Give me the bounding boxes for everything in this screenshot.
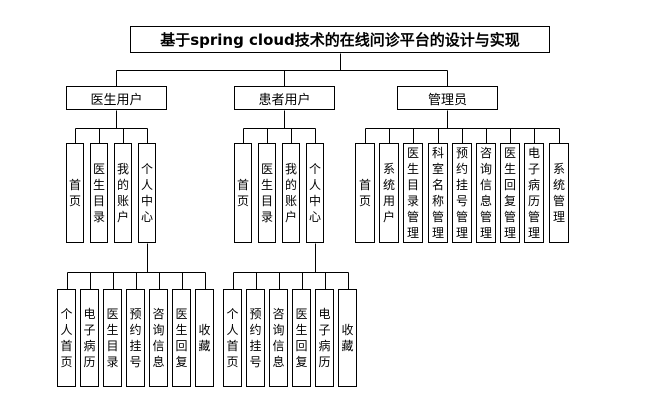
admin-func-4: 预约挂号管理 (452, 143, 472, 243)
doctor-sub-0: 个人首页 (57, 289, 76, 387)
patient-sub-4-label: 电子病历 (318, 307, 331, 369)
doctor-sub-3-label: 预约挂号 (129, 307, 142, 369)
patient-sub-2-label: 咨询信息 (272, 307, 285, 369)
role-admin: 管理员 (397, 86, 498, 110)
doctor-sub-1-label: 电子病历 (83, 307, 96, 369)
patient-sub-3: 医生回复 (292, 289, 311, 387)
patient-sub-3-label: 医生回复 (295, 307, 308, 369)
doctor-sub-1: 电子病历 (80, 289, 99, 387)
patient-func-0: 首页 (234, 143, 252, 243)
doctor-func-3: 个人中心 (138, 143, 156, 243)
patient-func-1-label: 医生目录 (261, 162, 274, 224)
patient-func-1: 医生目录 (258, 143, 276, 243)
admin-func-5: 咨询信息管理 (476, 143, 496, 243)
patient-func-3-label: 个人中心 (309, 162, 322, 224)
doctor-func-3-label: 个人中心 (141, 162, 154, 224)
patient-sub-0: 个人首页 (223, 289, 242, 387)
patient-func-2-label: 我的账户 (285, 162, 298, 224)
doctor-sub-6-label: 收藏 (198, 323, 211, 353)
doctor-sub-3: 预约挂号 (126, 289, 145, 387)
admin-func-8: 系统管理 (549, 143, 569, 243)
patient-func-0-label: 首页 (237, 178, 250, 208)
admin-func-2-label: 医生目录管理 (407, 146, 420, 240)
admin-func-1-label: 系统用户 (383, 162, 396, 224)
patient-sub-1-label: 预约挂号 (249, 307, 262, 369)
doctor-func-1: 医生目录 (90, 143, 108, 243)
patient-func-3: 个人中心 (306, 143, 324, 243)
admin-func-5-label: 咨询信息管理 (480, 146, 493, 240)
doctor-func-2: 我的账户 (114, 143, 132, 243)
admin-func-6: 医生回复管理 (500, 143, 520, 243)
admin-func-3: 科室名称管理 (428, 143, 448, 243)
admin-func-0-label: 首页 (359, 178, 372, 208)
doctor-sub-5-label: 医生回复 (175, 307, 188, 369)
admin-func-8-label: 系统管理 (553, 162, 566, 224)
doctor-sub-5: 医生回复 (172, 289, 191, 387)
role-patient: 患者用户 (234, 86, 335, 110)
admin-func-7-label: 电子病历管理 (528, 146, 541, 240)
patient-sub-4: 电子病历 (315, 289, 334, 387)
doctor-sub-2: 医生目录 (103, 289, 122, 387)
admin-func-6-label: 医生回复管理 (504, 146, 517, 240)
doctor-func-0: 首页 (66, 143, 84, 243)
admin-func-0: 首页 (355, 143, 375, 243)
doctor-sub-4: 咨询信息 (149, 289, 168, 387)
patient-sub-1: 预约挂号 (246, 289, 265, 387)
diagram-title: 基于spring cloud技术的在线问诊平台的设计与实现 (130, 26, 550, 53)
admin-func-7: 电子病历管理 (524, 143, 544, 243)
patient-sub-5: 收藏 (338, 289, 357, 387)
doctor-func-2-label: 我的账户 (117, 162, 130, 224)
admin-func-3-label: 科室名称管理 (432, 146, 445, 240)
admin-func-4-label: 预约挂号管理 (456, 146, 469, 240)
doctor-sub-4-label: 咨询信息 (152, 307, 165, 369)
patient-sub-5-label: 收藏 (341, 323, 354, 353)
doctor-func-1-label: 医生目录 (93, 162, 106, 224)
patient-func-2: 我的账户 (282, 143, 300, 243)
role-doctor: 医生用户 (66, 86, 167, 110)
admin-func-2: 医生目录管理 (403, 143, 423, 243)
admin-func-1: 系统用户 (379, 143, 399, 243)
patient-sub-2: 咨询信息 (269, 289, 288, 387)
doctor-func-0-label: 首页 (69, 178, 82, 208)
doctor-sub-2-label: 医生目录 (106, 307, 119, 369)
doctor-sub-6: 收藏 (195, 289, 214, 387)
patient-sub-0-label: 个人首页 (226, 307, 239, 369)
doctor-sub-0-label: 个人首页 (60, 307, 73, 369)
